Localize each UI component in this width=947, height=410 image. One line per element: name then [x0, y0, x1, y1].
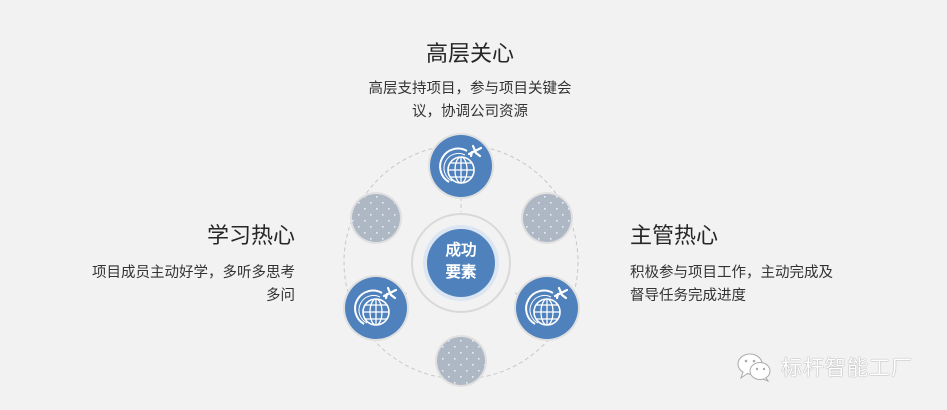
gray-node-upper-right: [521, 192, 573, 244]
node-right-circle: [514, 275, 580, 341]
gray-node-upper-left: [350, 192, 402, 244]
watermark-text: 标杆智能工厂: [781, 356, 913, 380]
node-left-text: 学习热心 项目成员主动好学，多听多思考 多问: [40, 218, 295, 308]
node-left-description: 项目成员主动好学，多听多思考 多问: [40, 262, 295, 308]
desc-line: 督导任务完成进度: [630, 288, 746, 304]
desc-line: 积极参与项目工作，主动完成及: [630, 265, 833, 281]
center-label-line1: 成功: [445, 241, 477, 259]
desc-line: 高层支持项目，参与项目关键会: [368, 81, 572, 97]
node-top-text: 高层关心 高层支持项目，参与项目关键会 议，协调公司资源: [330, 36, 610, 124]
desc-line: 项目成员主动好学，多听多思考: [92, 265, 295, 281]
desc-line: 议，协调公司资源: [412, 104, 528, 120]
center-circle: [427, 229, 495, 297]
gray-node-bottom: [435, 335, 487, 387]
center-label: 成功 要素: [426, 239, 496, 283]
node-top-circle: [428, 133, 494, 199]
node-right-title: 主管热心: [630, 224, 719, 249]
node-right-text: 主管热心 积极参与项目工作，主动完成及 督导任务完成进度: [630, 218, 890, 308]
node-top-title: 高层关心: [425, 42, 514, 67]
node-left-circle: [343, 275, 409, 341]
desc-line: 多问: [266, 288, 295, 304]
watermark: 标杆智能工厂: [737, 352, 913, 382]
node-left-title: 学习热心: [206, 224, 295, 249]
center-label-line2: 要素: [445, 263, 477, 281]
wechat-icon: [737, 353, 771, 382]
node-right-description: 积极参与项目工作，主动完成及 督导任务完成进度: [630, 262, 890, 308]
node-top-description: 高层支持项目，参与项目关键会 议，协调公司资源: [330, 78, 610, 124]
